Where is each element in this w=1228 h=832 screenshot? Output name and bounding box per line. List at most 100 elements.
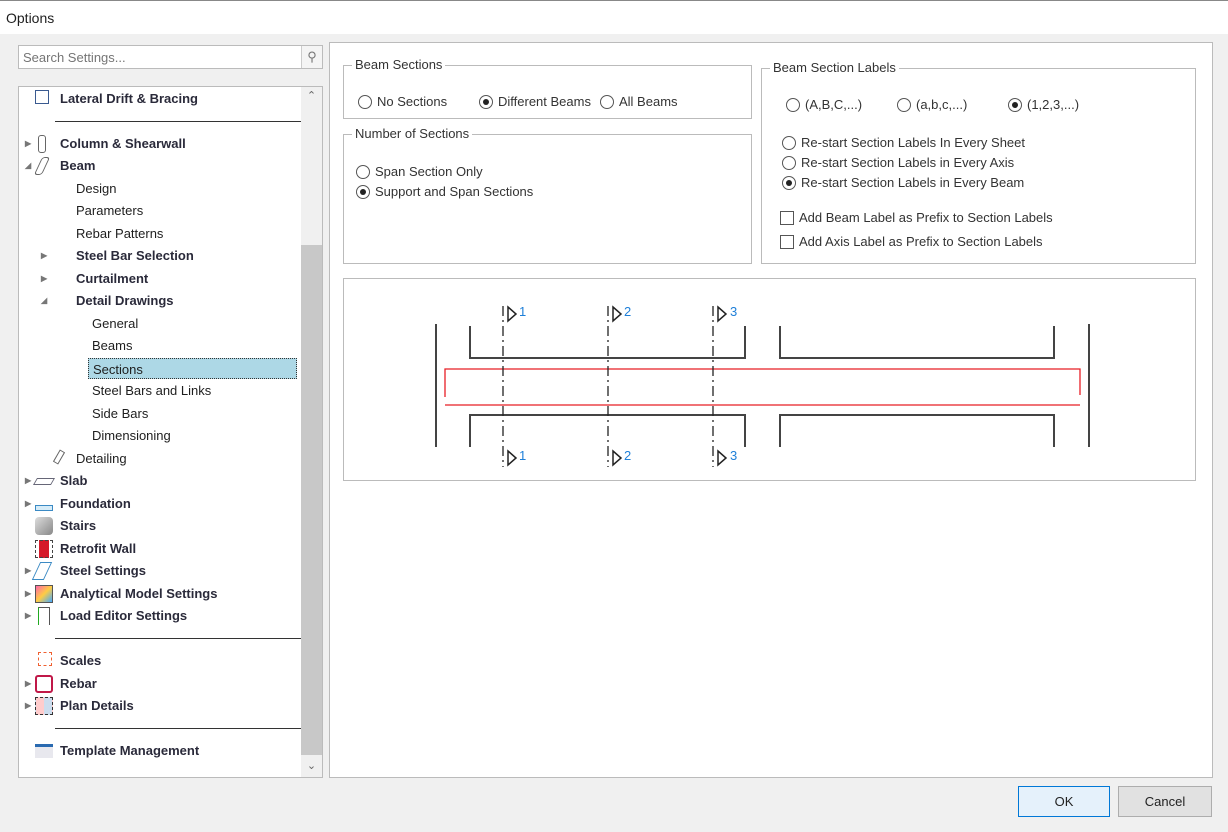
beam-section-labels-group: Beam Section Labels (A,B,C,...) (a,b,c,.… <box>761 60 1196 264</box>
tree-item-column-shearwall[interactable]: ▶Column & Shearwall <box>25 133 186 154</box>
group-title: Number of Sections <box>352 126 473 141</box>
template-icon <box>35 744 53 758</box>
expand-icon[interactable]: ▶ <box>25 701 32 710</box>
radio-icon <box>897 97 911 112</box>
tree-item-template-management[interactable]: Template Management <box>35 740 199 761</box>
tree-label: Beams <box>92 338 133 353</box>
expand-icon[interactable]: ▶ <box>25 139 32 148</box>
radio-restart-axis[interactable]: Re-start Section Labels in Every Axis <box>782 155 1014 170</box>
beam-section-diagram: 1 2 3 1 2 3 <box>435 304 1090 467</box>
beam-sections-group: Beam Sections No Sections Different Beam… <box>343 57 752 119</box>
search-box[interactable]: ⚲ <box>18 45 323 69</box>
retrofit-wall-icon <box>35 540 53 558</box>
scroll-thumb[interactable] <box>301 245 322 755</box>
tree-item-detail-drawings[interactable]: ◢Detail Drawings <box>41 290 174 311</box>
tree-item-analytical-model[interactable]: ▶Analytical Model Settings <box>25 583 217 604</box>
expand-icon[interactable]: ▶ <box>25 611 32 620</box>
group-title: Beam Sections <box>352 57 446 72</box>
radio-icon <box>356 164 370 179</box>
tree-label: Stairs <box>60 518 97 533</box>
checkbox-beam-label-prefix[interactable]: Add Beam Label as Prefix to Section Labe… <box>780 210 1053 225</box>
tree-item-design[interactable]: Design <box>76 178 116 199</box>
option-label: Different Beams <box>498 94 591 109</box>
load-editor-icon <box>38 607 50 625</box>
tree-item-scales[interactable]: Scales <box>38 650 102 671</box>
tree-label: Rebar Patterns <box>76 226 164 241</box>
tree-item-lateral-drift[interactable]: Lateral Drift & Bracing <box>35 88 198 109</box>
expand-icon[interactable]: ▶ <box>25 679 32 688</box>
tree-item-beam[interactable]: ◢ Beam <box>25 155 96 176</box>
tree-item-curtailment[interactable]: ▶ Curtailment <box>41 268 149 289</box>
radio-numbers[interactable]: (1,2,3,...) <box>1008 97 1079 112</box>
option-label: Add Beam Label as Prefix to Section Labe… <box>799 210 1053 225</box>
tree-item-general[interactable]: General <box>92 313 138 334</box>
section-label: 1 <box>519 448 526 463</box>
radio-upper-letters[interactable]: (A,B,C,...) <box>786 97 862 112</box>
scroll-down-icon[interactable]: ⌄ <box>306 760 317 772</box>
radio-no-sections[interactable]: No Sections <box>358 94 447 109</box>
cancel-button[interactable]: Cancel <box>1118 786 1212 817</box>
radio-span-section-only[interactable]: Span Section Only <box>356 164 483 179</box>
tree-scrollbar[interactable]: ⌃ ⌄ <box>301 87 322 777</box>
tree-item-slab[interactable]: ▶Slab <box>25 470 87 491</box>
radio-restart-beam[interactable]: Re-start Section Labels in Every Beam <box>782 175 1024 190</box>
radio-icon <box>356 184 370 199</box>
tree-item-sections[interactable]: Sections <box>88 358 297 379</box>
stairs-icon <box>35 517 53 535</box>
expand-icon[interactable]: ▶ <box>41 251 48 260</box>
tree-label: Lateral Drift & Bracing <box>60 91 198 106</box>
collapse-icon[interactable]: ◢ <box>25 161 32 170</box>
tree-label: Curtailment <box>76 271 149 286</box>
tree-item-rebar[interactable]: ▶Rebar <box>25 673 97 694</box>
tree-label: Beam <box>60 158 96 173</box>
ok-button[interactable]: OK <box>1018 786 1110 817</box>
option-label: Add Axis Label as Prefix to Section Labe… <box>799 234 1043 249</box>
radio-restart-sheet[interactable]: Re-start Section Labels In Every Sheet <box>782 135 1025 150</box>
radio-support-span-sections[interactable]: Support and Span Sections <box>356 184 533 199</box>
radio-icon <box>1008 97 1022 112</box>
tree-item-plan-details[interactable]: ▶Plan Details <box>25 695 134 716</box>
scroll-up-icon[interactable]: ⌃ <box>306 90 317 102</box>
tree-item-dimensioning[interactable]: Dimensioning <box>92 425 171 446</box>
tree-item-steel-bar-selection[interactable]: ▶Steel Bar Selection <box>41 245 194 266</box>
separator <box>55 728 301 729</box>
tree-item-stairs[interactable]: Stairs <box>35 515 97 536</box>
collapse-icon[interactable]: ◢ <box>41 296 48 305</box>
radio-lower-letters[interactable]: (a,b,c,...) <box>897 97 967 112</box>
number-of-sections-group: Number of Sections Span Section Only Sup… <box>343 126 752 264</box>
expand-icon[interactable]: ▶ <box>25 499 32 508</box>
option-label: (A,B,C,...) <box>805 97 863 112</box>
scales-icon <box>38 652 52 666</box>
tree-item-foundation[interactable]: ▶Foundation <box>25 493 131 514</box>
expand-icon[interactable]: ▶ <box>25 566 32 575</box>
option-label: Support and Span Sections <box>375 184 534 199</box>
radio-all-beams[interactable]: All Beams <box>600 94 678 109</box>
tree-label: Scales <box>60 653 102 668</box>
search-icon[interactable]: ⚲ <box>301 46 322 68</box>
tree-item-steel-settings[interactable]: ▶Steel Settings <box>25 560 146 581</box>
search-input[interactable] <box>19 46 299 68</box>
beam-outline <box>444 368 1081 406</box>
expand-icon[interactable]: ▶ <box>25 589 32 598</box>
tree-label: Retrofit Wall <box>60 541 137 556</box>
radio-different-beams[interactable]: Different Beams <box>479 94 591 109</box>
tree-label: General <box>92 316 139 331</box>
tree-item-retrofit-wall[interactable]: Retrofit Wall <box>35 538 137 559</box>
slab-icon <box>32 478 56 485</box>
tree-item-load-editor[interactable]: ▶Load Editor Settings <box>25 605 187 626</box>
tree-item-rebar-patterns[interactable]: Rebar Patterns <box>76 223 163 244</box>
tree-item-detailing[interactable]: Detailing <box>52 448 127 469</box>
tree-label: Dimensioning <box>92 428 171 443</box>
radio-icon <box>782 135 796 150</box>
tree-item-beams[interactable]: Beams <box>92 335 132 356</box>
option-label: Re-start Section Labels in Every Axis <box>801 155 1015 170</box>
expand-icon[interactable]: ▶ <box>41 274 48 283</box>
expand-icon[interactable]: ▶ <box>25 476 32 485</box>
tree-item-side-bars[interactable]: Side Bars <box>92 403 148 424</box>
option-label: (1,2,3,...) <box>1027 97 1080 112</box>
tree-item-steel-bars-links[interactable]: Steel Bars and Links <box>92 380 211 401</box>
rebar-icon <box>35 675 53 693</box>
tree-item-parameters[interactable]: Parameters <box>76 200 143 221</box>
analytical-model-icon <box>35 585 53 603</box>
checkbox-axis-label-prefix[interactable]: Add Axis Label as Prefix to Section Labe… <box>780 234 1043 249</box>
